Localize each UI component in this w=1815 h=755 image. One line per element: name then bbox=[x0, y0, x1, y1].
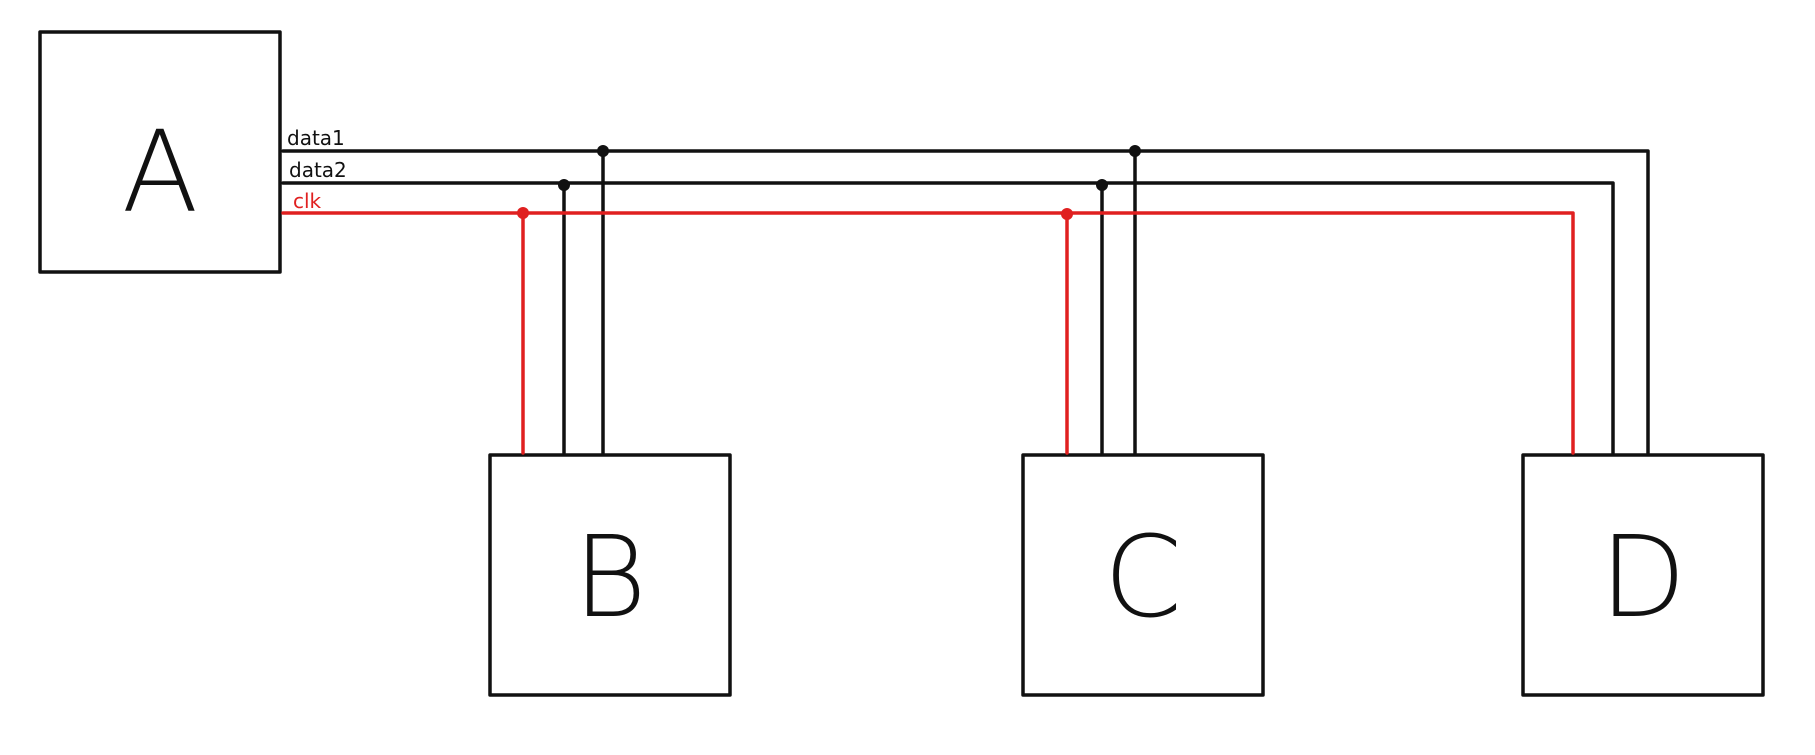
block-a-label: A bbox=[122, 108, 199, 238]
bus-data2-junction-c bbox=[1096, 179, 1108, 191]
bus-data1-junction-c bbox=[1129, 145, 1141, 157]
block-b-box bbox=[488, 453, 732, 697]
block-a: A bbox=[38, 30, 282, 274]
block-d-label: D bbox=[1600, 513, 1686, 643]
bus-clk-label: clk bbox=[293, 189, 322, 213]
block-c: C bbox=[1021, 453, 1265, 697]
bus-clk-junction-c bbox=[1061, 208, 1073, 220]
bus-data2: data2 bbox=[281, 158, 1615, 455]
bus-data2-junction-b bbox=[558, 179, 570, 191]
bus-data2-trunk bbox=[281, 181, 1615, 455]
bus-data2-label: data2 bbox=[289, 158, 347, 182]
block-b-label: B bbox=[573, 513, 646, 643]
block-c-label: C bbox=[1104, 513, 1182, 643]
block-a-box bbox=[38, 30, 282, 274]
block-c-box bbox=[1021, 453, 1265, 697]
bus-data1: data1 bbox=[281, 126, 1650, 455]
bus-clk-junction-b bbox=[517, 207, 529, 219]
block-d-box bbox=[1521, 453, 1765, 697]
bus-clk: clk bbox=[281, 189, 1575, 455]
block-d: D bbox=[1521, 453, 1765, 697]
bus-data1-junction-b bbox=[597, 145, 609, 157]
block-b: B bbox=[488, 453, 732, 697]
bus-clk-trunk bbox=[281, 211, 1575, 455]
bus-data1-label: data1 bbox=[287, 126, 345, 150]
bus-data1-trunk bbox=[281, 149, 1650, 455]
